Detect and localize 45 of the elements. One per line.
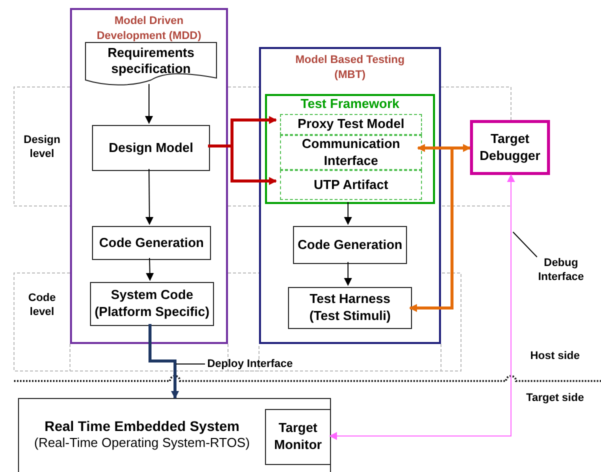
side-label: Target side [525,391,585,406]
process-label: Target Monitor [273,420,323,454]
process-label: Code Generation [298,236,402,254]
process-box [92,226,211,260]
document-label: Requirements specification [106,45,196,78]
arrow [329,174,515,440]
level-label: Design level [22,133,62,162]
component-label: UTP Artifact [314,176,388,194]
process-box [92,125,210,171]
level-label: Code level [27,291,57,320]
component-label: Proxy Test Model [298,116,404,133]
process-box [265,409,331,465]
process-label: Design Model [108,140,194,156]
process-box [293,226,407,264]
arrow [344,202,352,225]
framework-heading: Test Framework [300,96,400,112]
system-title: Real Time Embedded System [44,417,240,436]
debugger-box [470,120,550,175]
group-heading: Model Driven Development (MDD) [96,14,202,44]
system-subtitle: (Real-Time Operating System-RTOS) [34,435,250,452]
component-box [280,170,422,200]
process-label: System Code (Platform Specific) [94,287,210,321]
component-box [280,135,422,170]
process-label: Test Harness (Test Stimuli) [308,291,392,325]
edge-label: Debug Interface [537,256,585,285]
group-container [70,8,228,344]
framework-box [265,94,435,204]
component-box [280,114,422,135]
document-shape [85,42,217,86]
arrow [148,324,179,399]
arrow [145,84,153,124]
arrow [409,146,470,312]
process-box [288,287,412,329]
group-container [259,47,441,344]
arrow [344,262,352,286]
system-box [18,398,331,472]
edge-label: Deploy Interface [206,357,294,372]
component-label: Communication Interface [300,136,402,170]
group-heading: Model Based Testing (MBT) [294,53,406,83]
arrow [146,258,154,281]
arrow [145,168,154,225]
debugger-label: Target Debugger [478,130,542,164]
process-label: Code Generation [99,234,204,252]
arrow [417,144,471,152]
side-label: Host side [529,349,581,364]
